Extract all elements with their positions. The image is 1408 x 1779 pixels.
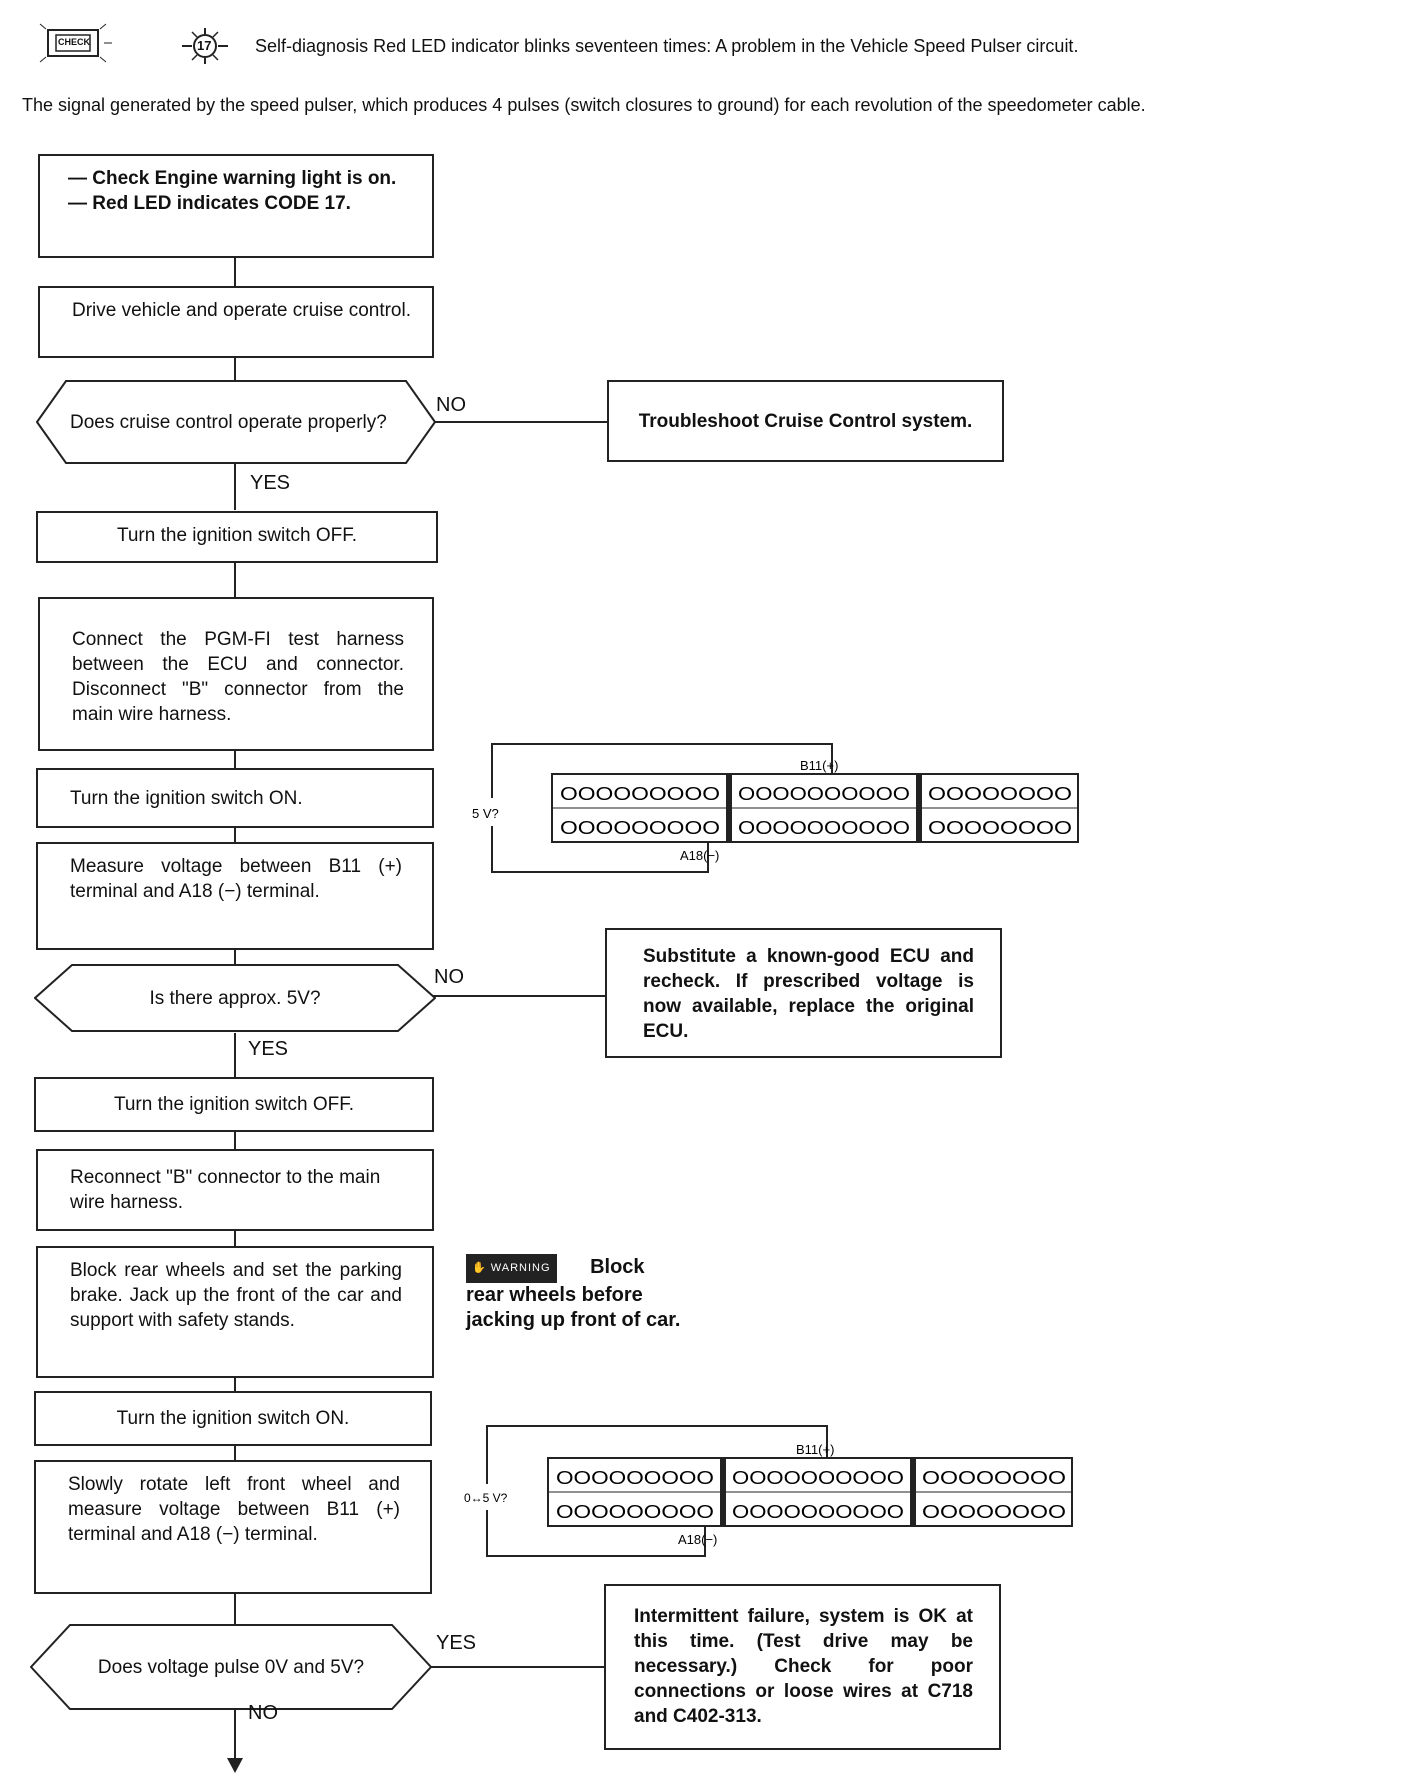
- connector-2-row-b-1: OOOOOOOOO: [556, 1502, 714, 1522]
- rotate-wheel-step: Slowly rotate left front wheel and measu…: [34, 1460, 432, 1594]
- warning-text-2: rear wheels before: [466, 1284, 643, 1306]
- connector-2-row-a-3: OOOOOOOO: [922, 1468, 1066, 1488]
- connector-line: [234, 749, 236, 769]
- page-title: Self-diagnosis Red LED indicator blinks …: [255, 36, 1079, 56]
- voltage-decision: Is there approx. 5V?: [34, 964, 436, 1032]
- cruise-question: Does cruise control operate properly?: [70, 411, 387, 433]
- down-arrow-icon: [226, 1758, 244, 1774]
- start-box: — Check Engine warning light is on. — Re…: [38, 154, 434, 258]
- branch-line: [432, 421, 608, 423]
- connector-line: [234, 1592, 236, 1626]
- connector-1-row-a-2: OOOOOOOOOO: [738, 784, 910, 804]
- connector-2-row-b-2: OOOOOOOOOO: [732, 1502, 904, 1522]
- connector-2-plus-label: B11(+): [796, 1442, 834, 1457]
- connector-1-row-a-1: OOOOOOOOO: [560, 784, 720, 804]
- connector-line: [234, 356, 236, 380]
- no-label: NO: [436, 394, 466, 416]
- connector-1-row-a-3: OOOOOOOO: [928, 784, 1072, 804]
- intro-text: The signal generated by the speed pulser…: [22, 95, 1146, 115]
- check-engine-icon: CHECK: [28, 18, 128, 66]
- connect-harness-step: Connect the PGM-FI test harness between …: [38, 597, 434, 751]
- ignition-off-step-1: Turn the ignition switch OFF.: [36, 511, 438, 563]
- warning-text-1: Block: [590, 1256, 645, 1278]
- measure-voltage-step: Measure voltage between B11 (+) terminal…: [36, 842, 434, 950]
- connector-line: [234, 561, 236, 598]
- block-wheels-step: Block rear wheels and set the parking br…: [36, 1246, 434, 1378]
- connector-1-meter-label: 5 V?: [472, 806, 499, 821]
- yes-label: YES: [248, 1038, 289, 1060]
- connector-line: [234, 1229, 236, 1248]
- warning-badge-text: WARNING: [490, 1262, 551, 1274]
- connector-line: [234, 1708, 236, 1766]
- connector-line: [234, 256, 236, 288]
- cruise-decision: Does cruise control operate properly?: [36, 380, 436, 464]
- start-line-1: — Check Engine warning light is on.: [68, 168, 397, 189]
- branch-line: [432, 995, 608, 997]
- troubleshoot-box: Troubleshoot Cruise Control system.: [607, 380, 1004, 462]
- connector-line: [234, 1376, 236, 1393]
- intermittent-failure-box: Intermittent failure, system is OK at th…: [604, 1584, 1001, 1750]
- connector-line: [234, 462, 236, 510]
- connector-line: [234, 826, 236, 843]
- connector-line: [234, 948, 236, 967]
- yes-label: YES: [436, 1632, 477, 1654]
- ignition-on-step-1: Turn the ignition switch ON.: [36, 768, 434, 828]
- check-label: CHECK: [58, 37, 91, 47]
- connector-1-row-b-1: OOOOOOOOO: [560, 818, 720, 838]
- reconnect-step: Reconnect "B" connector to the main wire…: [36, 1149, 434, 1231]
- connector-2-meter-label: 0↔5 V?: [464, 1491, 508, 1505]
- warning-note: ✋ WARNING Block rear wheels before jacki…: [466, 1254, 796, 1333]
- pulse-decision: Does voltage pulse 0V and 5V?: [30, 1624, 432, 1710]
- warning-badge: ✋ WARNING: [466, 1254, 557, 1283]
- no-label: NO: [434, 966, 464, 988]
- pulse-question: Does voltage pulse 0V and 5V?: [97, 1656, 365, 1678]
- connector-1-plus-label: B11(+): [800, 758, 838, 773]
- connector-1-minus-label: A18(−): [680, 848, 719, 863]
- voltage-question: Is there approx. 5V?: [149, 987, 321, 1009]
- connector-line: [234, 1130, 236, 1151]
- connector-2-row-a-2: OOOOOOOOOO: [732, 1468, 904, 1488]
- connector-1-row-b-2: OOOOOOOOOO: [738, 818, 910, 838]
- warning-text-3: jacking up front of car.: [466, 1309, 681, 1331]
- connector-2-minus-label: A18(−): [678, 1532, 717, 1547]
- blinking-led-icon: 17: [178, 26, 232, 66]
- start-line-2: — Red LED indicates CODE 17.: [68, 193, 351, 214]
- code-number: 17: [197, 38, 212, 53]
- substitute-ecu-box: Substitute a known-good ECU and recheck.…: [605, 928, 1002, 1058]
- drive-vehicle-step: Drive vehicle and operate cruise control…: [38, 286, 434, 358]
- ignition-off-step-2: Turn the ignition switch OFF.: [34, 1077, 434, 1132]
- connector-diagram-1: OOOOOOOOO OOOOOOOOOO OOOOOOOO OOOOOOOOO …: [470, 738, 1080, 878]
- yes-label: YES: [250, 472, 291, 494]
- connector-2-row-a-1: OOOOOOOOO: [556, 1468, 714, 1488]
- connector-1-row-b-3: OOOOOOOO: [928, 818, 1072, 838]
- connector-line: [234, 1033, 236, 1079]
- no-label: NO: [248, 1702, 278, 1724]
- branch-line: [428, 1666, 605, 1668]
- connector-2-row-b-3: OOOOOOOO: [922, 1502, 1066, 1522]
- hand-icon: ✋: [472, 1262, 487, 1274]
- ignition-on-step-2: Turn the ignition switch ON.: [34, 1391, 432, 1446]
- connector-diagram-2: OOOOOOOOO OOOOOOOOOO OOOOOOOO OOOOOOOOO …: [462, 1418, 1074, 1558]
- connector-line: [234, 1444, 236, 1462]
